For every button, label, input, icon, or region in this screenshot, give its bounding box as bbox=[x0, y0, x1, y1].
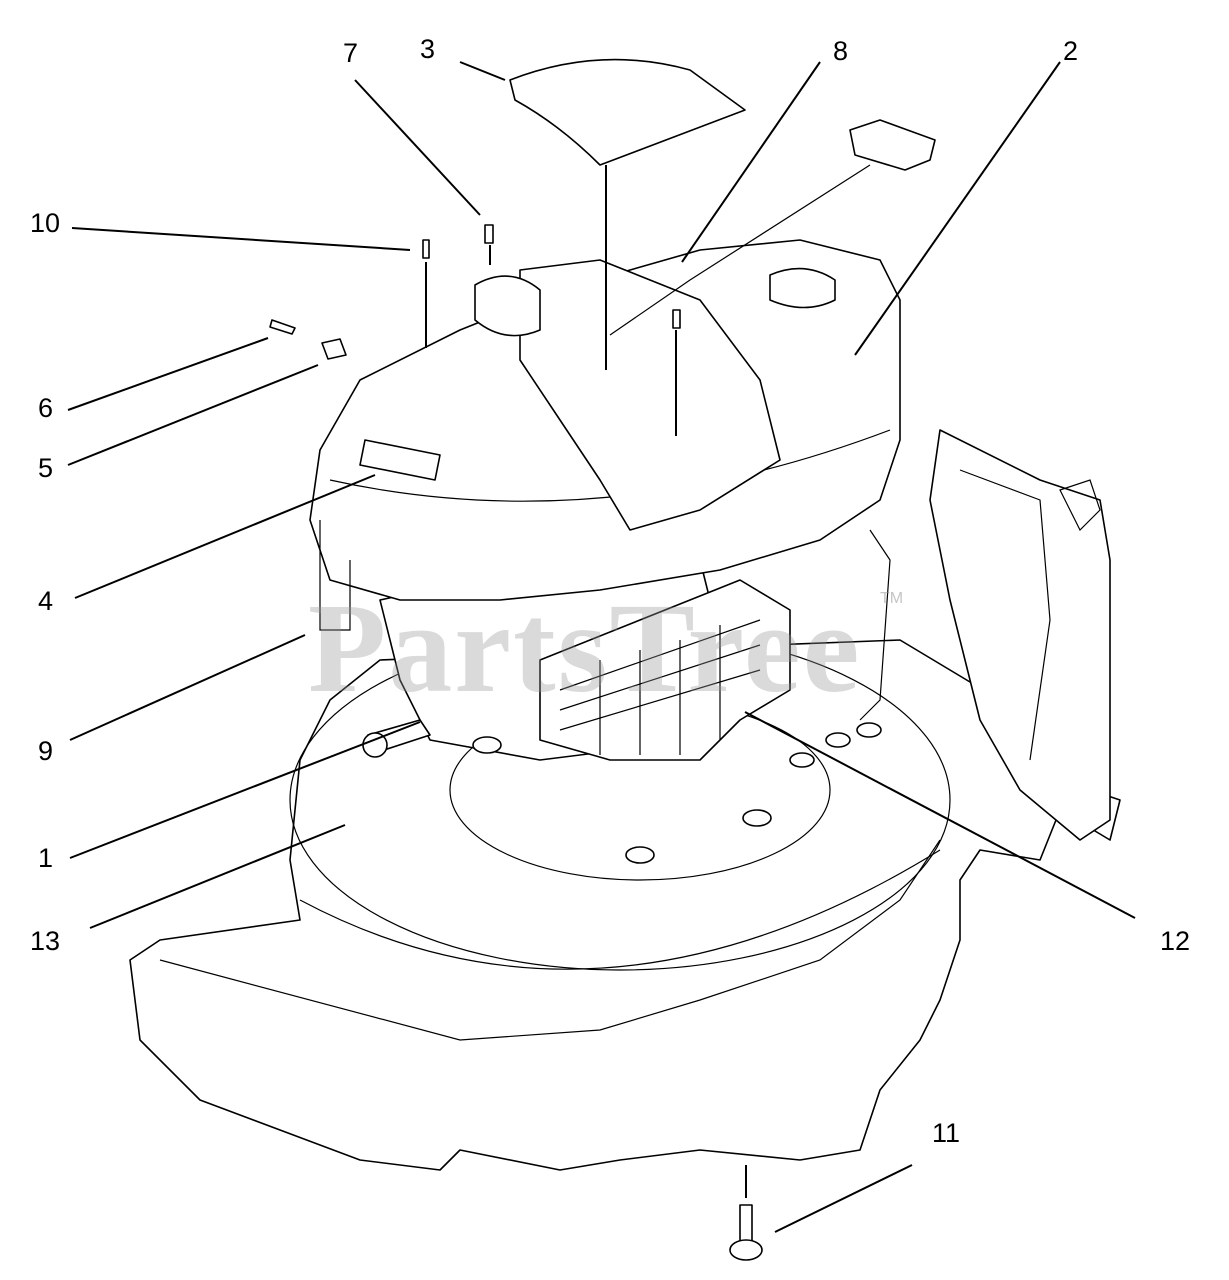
throttle-cable bbox=[609, 164, 871, 336]
callout-6[interactable]: 6 bbox=[38, 393, 54, 423]
callout-3[interactable]: 3 bbox=[420, 34, 436, 64]
screw-top bbox=[672, 309, 681, 329]
callout-1[interactable]: 1 bbox=[38, 843, 54, 873]
screw-7 bbox=[484, 224, 494, 244]
callout-7[interactable]: 7 bbox=[343, 38, 359, 68]
rear-housing bbox=[929, 429, 1111, 841]
callout-8[interactable]: 8 bbox=[833, 36, 849, 66]
mower-deck bbox=[129, 639, 1121, 1171]
callout-9[interactable]: 9 bbox=[38, 736, 54, 766]
cable-handle bbox=[849, 119, 936, 171]
callout-13[interactable]: 13 bbox=[30, 926, 61, 956]
callout-4[interactable]: 4 bbox=[38, 586, 54, 616]
callout-10[interactable]: 10 bbox=[30, 208, 61, 238]
muffler bbox=[539, 579, 791, 761]
screw-6 bbox=[269, 319, 296, 335]
decal bbox=[509, 58, 746, 166]
clip-5 bbox=[321, 338, 347, 360]
trademark-mark: TM bbox=[880, 590, 904, 607]
callout-11[interactable]: 11 bbox=[932, 1118, 961, 1148]
bolt-11 bbox=[739, 1204, 753, 1246]
callout-12[interactable]: 12 bbox=[1160, 926, 1191, 956]
callout-5[interactable]: 5 bbox=[38, 453, 54, 483]
callout-2[interactable]: 2 bbox=[1063, 36, 1079, 66]
screw-10 bbox=[422, 239, 430, 259]
